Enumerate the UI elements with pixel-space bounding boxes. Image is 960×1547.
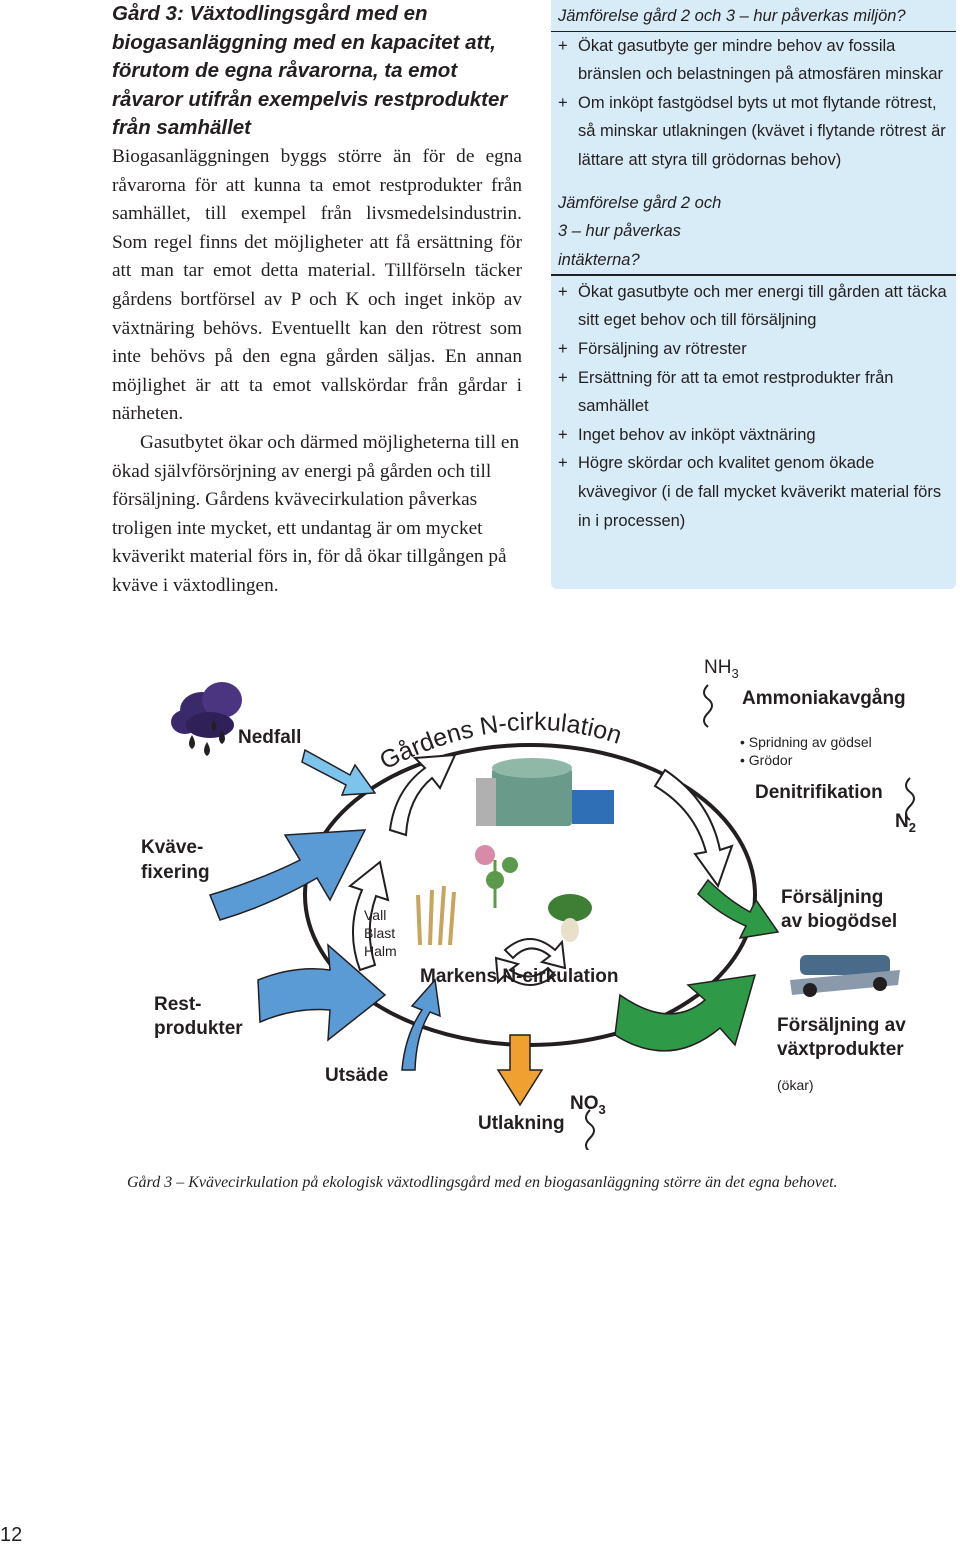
- wheat-icon: [416, 885, 456, 946]
- label-biogodsel-2: av biogödsel: [781, 911, 898, 932]
- list-item: +Försäljning av rötrester: [551, 335, 956, 364]
- label-kvavefixering-1: Kväve-: [141, 837, 204, 858]
- nitrate-emission-icon: [585, 1109, 595, 1150]
- label-no3: NO3: [570, 1093, 606, 1117]
- list-item: +Inget behov av inköpt växtnäring: [551, 421, 956, 450]
- income-comparison-list: +Ökat gasutbyte och mer energi till gård…: [551, 278, 956, 535]
- label-nedfall: Nedfall: [238, 727, 302, 748]
- diagram-graphics: Gårdens N-cirkulation: [171, 682, 915, 1150]
- clover-icon: [475, 845, 518, 908]
- environment-comparison-list: +Ökat gasutbyte ger mindre behov av foss…: [551, 32, 956, 175]
- deposition-arrow-icon: [301, 748, 377, 796]
- label-biogodsel-1: Försäljning: [781, 887, 884, 908]
- cycle-arrow-left-icon: [347, 860, 390, 972]
- nitrogen-cycle-diagram: Gårdens N-cirkulation Nedfall Kväve- fix…: [110, 650, 960, 1150]
- plus-icon: +: [558, 368, 568, 387]
- label-ammoniakavgang: Ammoniakavgång: [742, 688, 906, 709]
- section-heading: Gård 3: Växtodlingsgård med en biogasanl…: [112, 2, 508, 140]
- comparison-infobox: Jämförelse gård 2 och 3 – hur påverkas m…: [551, 0, 956, 589]
- plus-icon: +: [558, 93, 568, 112]
- label-crop-halm: Halm: [364, 943, 397, 959]
- nitrogen-fixation-arrow-icon: [208, 829, 367, 921]
- plus-icon: +: [558, 454, 568, 473]
- label-ammoniak-item-2: • Grödor: [740, 752, 793, 768]
- plus-icon: +: [558, 282, 568, 301]
- label-utlakning: Utlakning: [478, 1113, 565, 1134]
- manure-spreader-icon: [790, 955, 900, 997]
- plus-icon: +: [558, 36, 568, 55]
- cycle-arrow-top-left-icon: [388, 753, 457, 837]
- list-item: +Om inköpt fastgödsel byts ut mot flytan…: [551, 89, 956, 175]
- label-nh3: NH3: [704, 657, 739, 681]
- soil-cycle-arrow-icon: [503, 938, 567, 970]
- paragraph-2: Gasutbytet ökar och därmed möjligheterna…: [112, 431, 520, 596]
- label-markens-n-cirkulation: Markens N-cirkulation: [420, 966, 619, 987]
- biogas-plant-icon: [476, 758, 614, 826]
- label-vaxtprodukter-2: växtprodukter: [777, 1039, 904, 1060]
- cycle-arrow-top-right-icon: [653, 768, 734, 889]
- sugar-beet-icon: [548, 894, 592, 942]
- list-item: +Ökat gasutbyte ger mindre behov av foss…: [551, 32, 956, 89]
- label-restprodukter-2: produkter: [154, 1018, 243, 1039]
- label-vaxtprodukter-1: Försäljning av: [777, 1015, 906, 1036]
- ammonia-emission-icon: [703, 684, 713, 728]
- label-ammoniak-item-1: • Spridning av gödsel: [740, 734, 872, 750]
- label-n2: N2: [895, 811, 916, 835]
- left-text-column: Gård 3: Växtodlingsgård med en biogasanl…: [112, 0, 522, 600]
- leaching-arrow-icon: [496, 1034, 544, 1107]
- environment-comparison-heading: Jämförelse gård 2 och 3 – hur påverkas m…: [551, 2, 956, 32]
- seed-arrow-icon: [401, 978, 441, 1071]
- label-crop-blast: Blast: [364, 925, 396, 941]
- paragraph-1: Biogasanläggningen byggs större än för d…: [112, 145, 522, 425]
- label-kvavefixering-2: fixering: [141, 862, 210, 883]
- soil-cycle-arrow-2-icon: [494, 956, 557, 986]
- label-crop-vall: Vall: [364, 907, 387, 923]
- list-item: +Högre skördar och kvalitet genom ökade …: [551, 449, 956, 535]
- label-denitrifikation: Denitrifikation: [755, 782, 883, 803]
- label-restprodukter-1: Rest-: [154, 994, 202, 1015]
- heading-divider: [551, 274, 956, 276]
- crop-sales-arrow-icon: [614, 974, 757, 1052]
- rain-cloud-icon: [171, 682, 242, 756]
- plus-icon: +: [558, 340, 568, 359]
- list-item: +Ersättning för att ta emot restprodukte…: [551, 364, 956, 421]
- list-item: +Ökat gasutbyte och mer energi till gård…: [551, 278, 956, 335]
- plus-icon: +: [558, 425, 568, 444]
- page-number: 12: [0, 1524, 23, 1546]
- figure-caption: Gård 3 – Kvävecirkulation på ekologisk v…: [127, 1174, 838, 1191]
- label-utsade: Utsäde: [325, 1065, 389, 1086]
- label-vaxtprodukter-note: (ökar): [777, 1077, 814, 1093]
- biofertilizer-sales-arrow-icon: [697, 878, 780, 939]
- denitrification-emission-icon: [905, 777, 915, 821]
- income-comparison-heading: Jämförelse gård 2 och 3 – hur påverkas i…: [558, 193, 722, 269]
- residual-products-arrow-icon: [257, 943, 387, 1042]
